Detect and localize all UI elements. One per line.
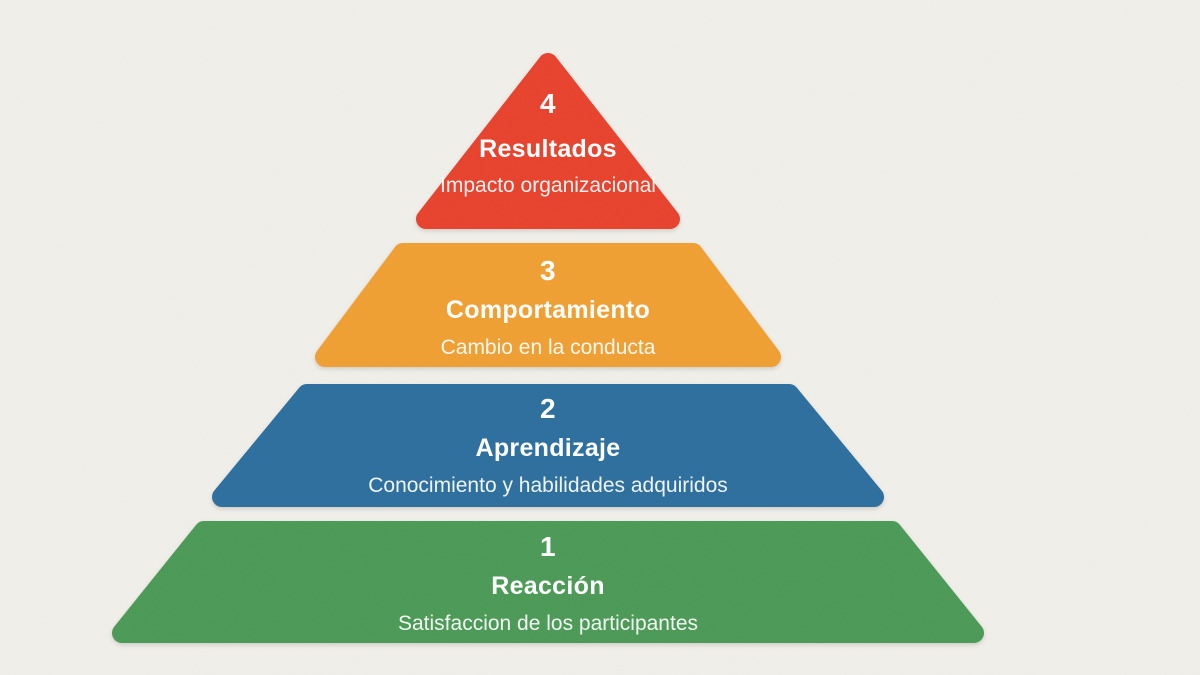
level-1-shape-reaction	[112, 521, 984, 643]
level-3-shape-behavior	[315, 243, 781, 367]
level-2-shape-learning	[212, 384, 884, 507]
